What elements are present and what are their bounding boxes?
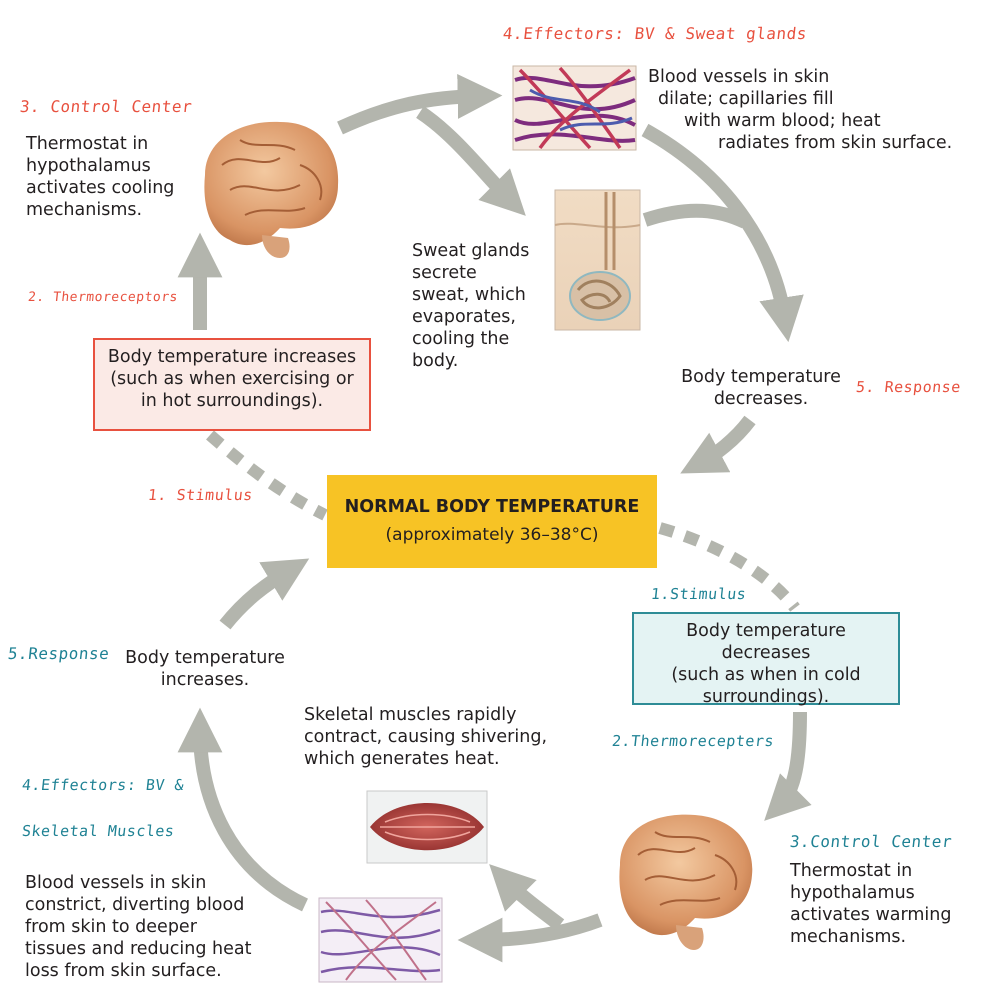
cold-response-text: Body temperature increases.: [125, 648, 285, 690]
hot-effector-tag: 4.Effectors: BV & Sweat glands: [502, 24, 808, 43]
arrow-response-to-setpoint: [680, 415, 756, 474]
arrow-sweat-to-response: [642, 203, 749, 229]
hot-response-text: Body temperature decreases.: [681, 367, 841, 409]
cold-stimulus-tag: 1.Stimulus: [650, 585, 748, 603]
brain-cold-icon: [619, 814, 753, 950]
dashed-cold-stimulus: [658, 522, 800, 612]
blood-vessels-constricted-image: [318, 897, 443, 983]
cold-control-tag: 3.Control Center: [789, 832, 954, 851]
hot-vessel-text: Blood vessels in skin dilate; capillarie…: [648, 67, 953, 153]
cold-response-tag: 5.Response: [7, 644, 111, 663]
cold-vessel-text: Blood vessels in skin constrict, diverti…: [25, 873, 252, 981]
hot-control-text: Thermostat in hypothalamus activates coo…: [26, 134, 175, 220]
arrow-vessels-to-response: [641, 123, 804, 343]
hot-stimulus-box: Body temperature increases (such as when…: [93, 338, 371, 431]
arrow-brain-to-cold-vessels: [457, 913, 603, 963]
setpoint-subtitle: (approximately 36–38°C): [385, 525, 599, 545]
cold-muscle-text: Skeletal muscles rapidly contract, causi…: [304, 705, 548, 769]
cold-stimulus-box: Body temperature decreases (such as when…: [632, 612, 900, 707]
hot-sweat-text: Sweat glands secrete sweat, which evapor…: [412, 241, 530, 371]
hot-control-tag: 3. Control Center: [19, 97, 194, 116]
setpoint-box: NORMAL BODY TEMPERATURE (approximately 3…: [327, 475, 657, 568]
arrow-branch-to-sweat: [416, 106, 526, 216]
cold-receptor-tag: 2.Thermorecepters: [611, 732, 775, 750]
brain-hot-icon: [204, 121, 339, 258]
blood-vessels-dilated-image: [512, 65, 637, 151]
arrow-cold-receptor-to-brain: [764, 711, 812, 821]
skeletal-muscle-image: [366, 790, 488, 864]
cold-effector-tag-1: 4.Effectors: BV &: [21, 776, 185, 794]
arrow-brain-to-vessels: [337, 74, 503, 135]
hot-receptor-tag: 2. Thermoreceptors: [27, 290, 179, 305]
hot-stimulus-tag: 1. Stimulus: [147, 486, 254, 504]
cold-effector-tag-2: Skeletal Muscles: [21, 822, 176, 840]
arrow-effectors-to-response: [177, 707, 308, 912]
arrow-branch-to-muscle: [489, 864, 565, 931]
setpoint-title: NORMAL BODY TEMPERATURE: [344, 497, 640, 517]
arrow-cold-response-to-setpoint: [219, 558, 310, 630]
hot-response-tag: 5. Response: [855, 378, 962, 396]
sweat-gland-image: [554, 189, 641, 331]
cold-control-text: Thermostat in hypothalamus activates war…: [790, 861, 952, 947]
